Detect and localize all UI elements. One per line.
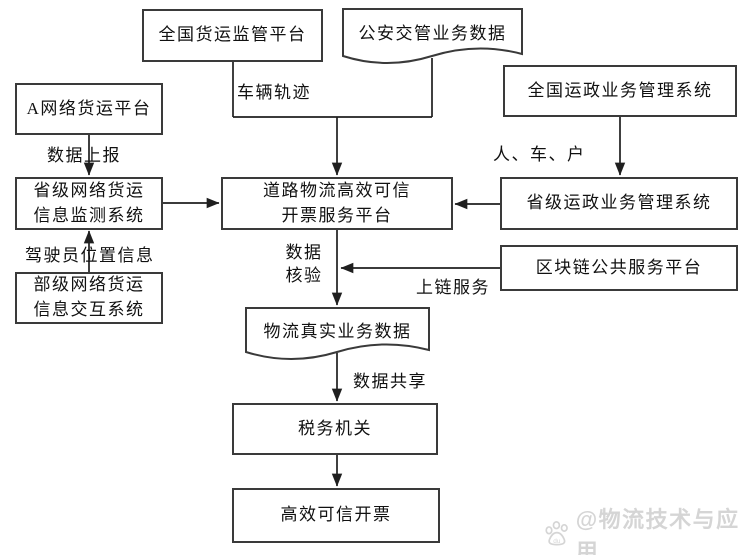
watermark-logo-text: du xyxy=(553,538,561,545)
node-tax-authority: 税务机关 xyxy=(232,403,438,455)
node-label-line1: 道路物流高效可信 xyxy=(263,180,411,200)
node-label: 区块链公共服务平台 xyxy=(535,257,703,277)
node-label-line2: 信息交互系统 xyxy=(33,300,145,319)
baidu-paw-icon: du xyxy=(545,521,568,546)
edge-label-person-vehicle-household: 人、车、户 xyxy=(493,145,586,164)
node-road-logistics-invoice-platform: 道路物流高效可信 开票服务平台 xyxy=(221,177,453,230)
watermark-handle: @物流技术与应用 xyxy=(575,507,740,555)
node-national-freight-platform: 全国货运监管平台 xyxy=(142,9,323,62)
node-label: A网络货运平台 xyxy=(26,98,152,118)
node-label: 物流真实业务数据 xyxy=(263,321,412,341)
edge-label-vehicle-trajectory: 车辆轨迹 xyxy=(237,83,311,102)
node-provincial-transport-admin-system: 省级运政业务管理系统 xyxy=(500,177,738,230)
node-label-line1: 省级网络货运 xyxy=(33,180,145,200)
node-a-network-freight-platform: A网络货运平台 xyxy=(15,83,163,135)
edge-label-data-verification: 数据 核验 xyxy=(278,242,330,288)
node-national-transport-admin-system: 全国运政业务管理系统 xyxy=(503,65,737,117)
document-shape-police-traffic xyxy=(342,8,523,64)
edge-label-data-verification-line2: 核验 xyxy=(285,265,323,285)
node-label: 税务机关 xyxy=(298,418,372,438)
node-ministry-network-freight-exchange: 部级网络货运 信息交互系统 xyxy=(15,272,163,324)
edge-label-data-sharing: 数据共享 xyxy=(353,372,427,391)
node-label-line2: 开票服务平台 xyxy=(281,205,393,225)
edge-label-data-report: 数据上报 xyxy=(47,146,121,165)
node-blockchain-public-service-platform: 区块链公共服务平台 xyxy=(500,245,738,291)
node-provincial-network-freight-monitor: 省级网络货运 信息监测系统 xyxy=(15,177,163,230)
node-trusted-invoicing: 高效可信开票 xyxy=(232,488,440,543)
node-police-traffic-data: 公安交管业务数据 xyxy=(342,12,523,50)
node-label: 高效可信开票 xyxy=(280,505,392,525)
node-label-line1: 部级网络货运 xyxy=(33,275,145,295)
node-label: 公安交管业务数据 xyxy=(358,23,507,43)
edge-label-onchain-service: 上链服务 xyxy=(416,278,490,297)
node-label: 省级运政业务管理系统 xyxy=(526,193,712,213)
edge-label-data-verification-line1: 数据 xyxy=(285,243,323,262)
document-shape-logistics-data xyxy=(245,307,430,360)
node-label: 全国货运监管平台 xyxy=(158,25,307,45)
watermark: du @物流技术与应用 xyxy=(543,502,749,555)
edge-label-driver-location: 驾驶员位置信息 xyxy=(25,246,155,265)
node-real-logistics-business-data: 物流真实业务数据 xyxy=(245,311,430,347)
node-label: 全国运政业务管理系统 xyxy=(527,80,713,100)
node-label-line2: 信息监测系统 xyxy=(33,205,145,225)
